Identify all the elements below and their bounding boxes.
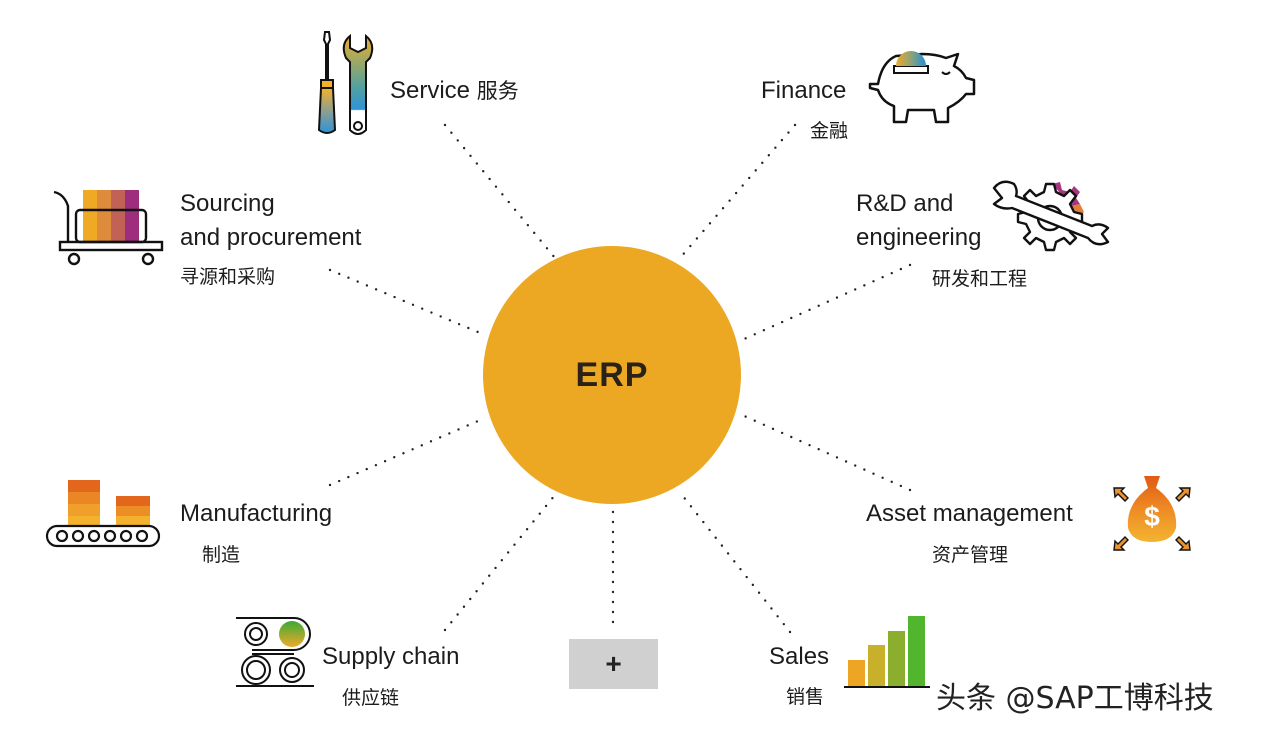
svg-text:$: $ bbox=[1144, 501, 1160, 532]
bar-chart-icon bbox=[844, 616, 930, 688]
sales-zh: 销售 bbox=[786, 686, 825, 708]
rnd-label-line1[interactable]: R&D and bbox=[856, 190, 954, 217]
finance-label[interactable]: Finance bbox=[761, 77, 847, 104]
manufacturing-zh: 制造 bbox=[202, 544, 241, 566]
service-text: Service bbox=[390, 77, 471, 104]
watermark: 头条 @SAP工博科技 bbox=[936, 681, 1214, 716]
asset-label[interactable]: Asset management bbox=[866, 500, 1073, 527]
connector-finance bbox=[678, 123, 797, 260]
connector-manufacturing bbox=[328, 416, 487, 487]
money-bag-icon: $ bbox=[1113, 476, 1191, 551]
rnd-label-line2[interactable]: engineering bbox=[856, 224, 982, 251]
sourcing-zh: 寻源和采购 bbox=[180, 266, 276, 288]
connector-rnd bbox=[740, 263, 912, 342]
service-label[interactable]: Service 服务 bbox=[390, 74, 519, 108]
wrench-gear-icon bbox=[992, 180, 1110, 252]
erp-hub[interactable]: ERP bbox=[483, 246, 741, 504]
finance-zh: 金融 bbox=[810, 120, 849, 142]
connector-supply bbox=[443, 493, 557, 632]
supply-zh: 供应链 bbox=[342, 687, 400, 709]
manufacturing-label[interactable]: Manufacturing bbox=[180, 500, 333, 527]
screwdriver-wrench-icon bbox=[317, 31, 374, 135]
cart-icon bbox=[53, 190, 164, 266]
service-zh: 服务 bbox=[476, 79, 519, 103]
rnd-zh: 研发和工程 bbox=[932, 268, 1028, 290]
connector-sales bbox=[680, 493, 792, 634]
piggy-bank-icon bbox=[868, 51, 976, 124]
sales-label[interactable]: Sales bbox=[769, 643, 830, 670]
supply-chain-icon bbox=[236, 617, 314, 687]
sourcing-label-line1[interactable]: Sourcing bbox=[180, 190, 275, 217]
supply-label[interactable]: Supply chain bbox=[322, 643, 460, 670]
asset-zh: 资产管理 bbox=[932, 544, 1009, 566]
add-module-button[interactable]: + bbox=[569, 639, 658, 689]
sourcing-label-line2[interactable]: and procurement bbox=[180, 224, 362, 251]
conveyor-icon bbox=[45, 480, 161, 548]
erp-label: ERP bbox=[575, 355, 649, 394]
connector-asset bbox=[740, 413, 912, 492]
connector-service bbox=[443, 123, 557, 260]
connector-sourcing bbox=[328, 268, 487, 337]
